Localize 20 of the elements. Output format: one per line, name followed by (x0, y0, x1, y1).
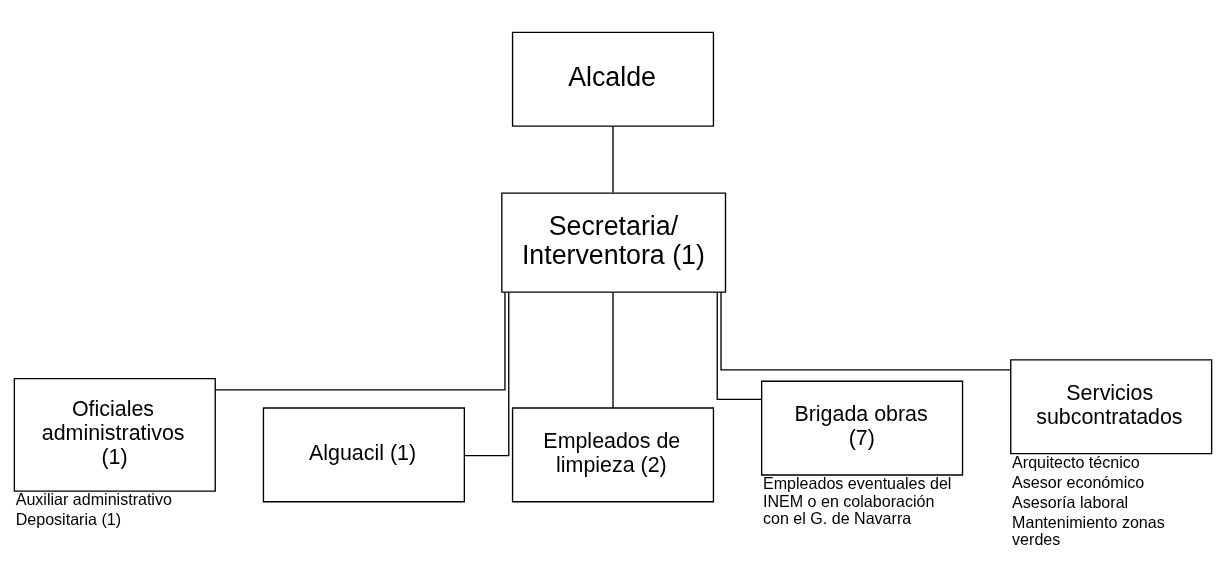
node-box: Oficiales administrativos (1) (13, 377, 216, 492)
node-box: Alcalde (511, 31, 715, 127)
node-label: Mantenimiento zonas verdes (1012, 513, 1165, 549)
connector (463, 291, 510, 457)
node-label: Empleados eventuales del INEM o en colaboración con el G. de Navarra (762, 474, 952, 527)
connector (612, 125, 614, 194)
node-box: Empleados de limpieza (2) (511, 407, 715, 503)
node-label: Depositaria (1) (15, 510, 122, 529)
node-label: Asesoría laboral (1012, 492, 1129, 511)
connector (612, 291, 614, 409)
node-box: Alguacil (1) (262, 407, 465, 503)
node-box: Brigada obras (7) (761, 380, 964, 476)
node-box: Servicios subcontratados (1010, 359, 1213, 455)
connector (720, 291, 1012, 371)
node-box: Secretaria/ Interventora (1) (501, 192, 727, 293)
node-label: Auxiliar administrativo (15, 490, 172, 509)
connector (214, 291, 506, 391)
node-label: Asesor económico (1012, 472, 1145, 491)
connector (716, 291, 763, 400)
node-label: Arquitecto técnico (1012, 452, 1140, 471)
